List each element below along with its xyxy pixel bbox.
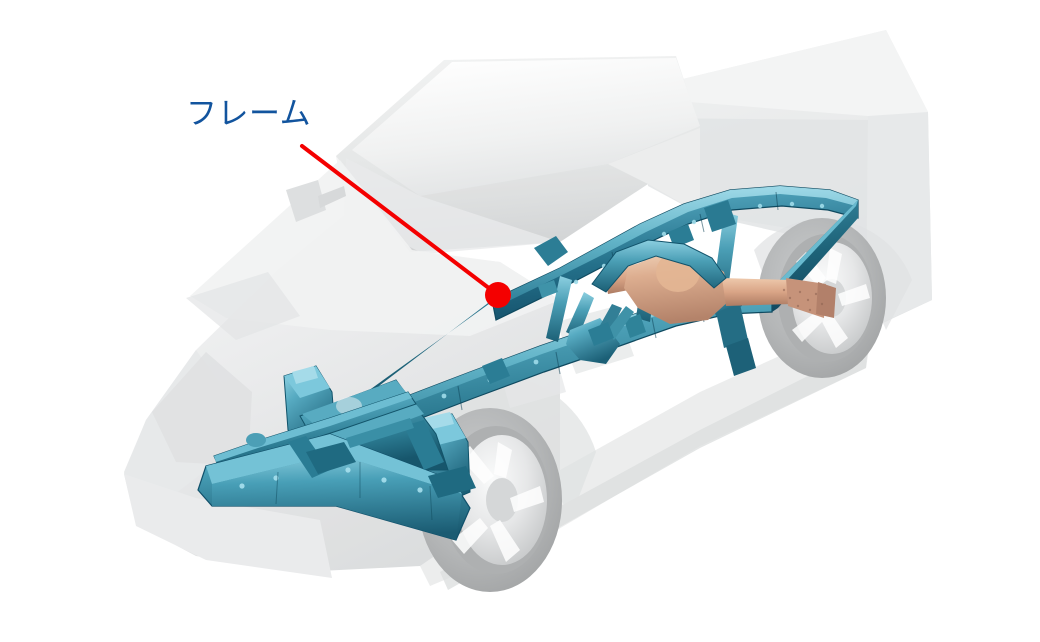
leader-line <box>300 144 500 297</box>
side-mirror-arm <box>318 186 346 208</box>
windshield-ghost <box>344 158 560 254</box>
callout-leader <box>300 144 511 308</box>
frame-crossmember-2-bracket <box>624 314 646 338</box>
axle-tube-right-outer <box>786 278 826 318</box>
headlight-ghost <box>186 272 300 340</box>
front-bumper-seams <box>275 462 433 521</box>
transmission-crossmember-arm2 <box>606 306 634 340</box>
lower-control-arm-right <box>428 466 476 498</box>
front-bumper-ghost <box>124 474 332 578</box>
rear-crossmember-over-axle <box>591 239 727 293</box>
side-mirror <box>286 180 326 222</box>
axle-flange <box>816 282 836 318</box>
bed-rail-top <box>612 30 928 116</box>
body-mount-bracket-3 <box>668 224 694 248</box>
rear-bumpstop-bracket <box>534 236 568 266</box>
front-tower-left-cap <box>292 366 318 384</box>
frame-tab-a <box>538 280 558 298</box>
callout-label-frame: フレーム <box>186 96 312 131</box>
cab-roof <box>352 58 700 196</box>
lower-control-arm-left <box>306 442 356 474</box>
body-mount-bracket-1 <box>482 358 510 384</box>
frame-crossmember-1 <box>546 276 572 342</box>
radiator-support-boss <box>246 433 266 447</box>
rear-bracket-outer <box>704 200 736 232</box>
frame-horn-right <box>404 420 444 470</box>
front-bumper-beam-face <box>212 454 462 540</box>
ladder-frame <box>197 185 859 541</box>
steering-link <box>346 418 414 448</box>
body-mount-bracket-2 <box>588 322 614 346</box>
frame-crossmember-rear-top <box>772 200 858 294</box>
frame-crossmember-1b <box>566 292 594 338</box>
axle-tube-right <box>722 278 792 306</box>
leader-endpoint-dot <box>485 282 511 308</box>
front-tower-right-cap <box>424 412 454 430</box>
rear-shock-mount <box>726 338 756 376</box>
rear-spring-bracket-b <box>716 304 748 348</box>
cab-rear-pillar <box>608 128 700 214</box>
frame-rail-outer-top-face <box>492 186 858 308</box>
axle-speckle <box>782 288 824 312</box>
grille-ghost <box>152 352 252 466</box>
